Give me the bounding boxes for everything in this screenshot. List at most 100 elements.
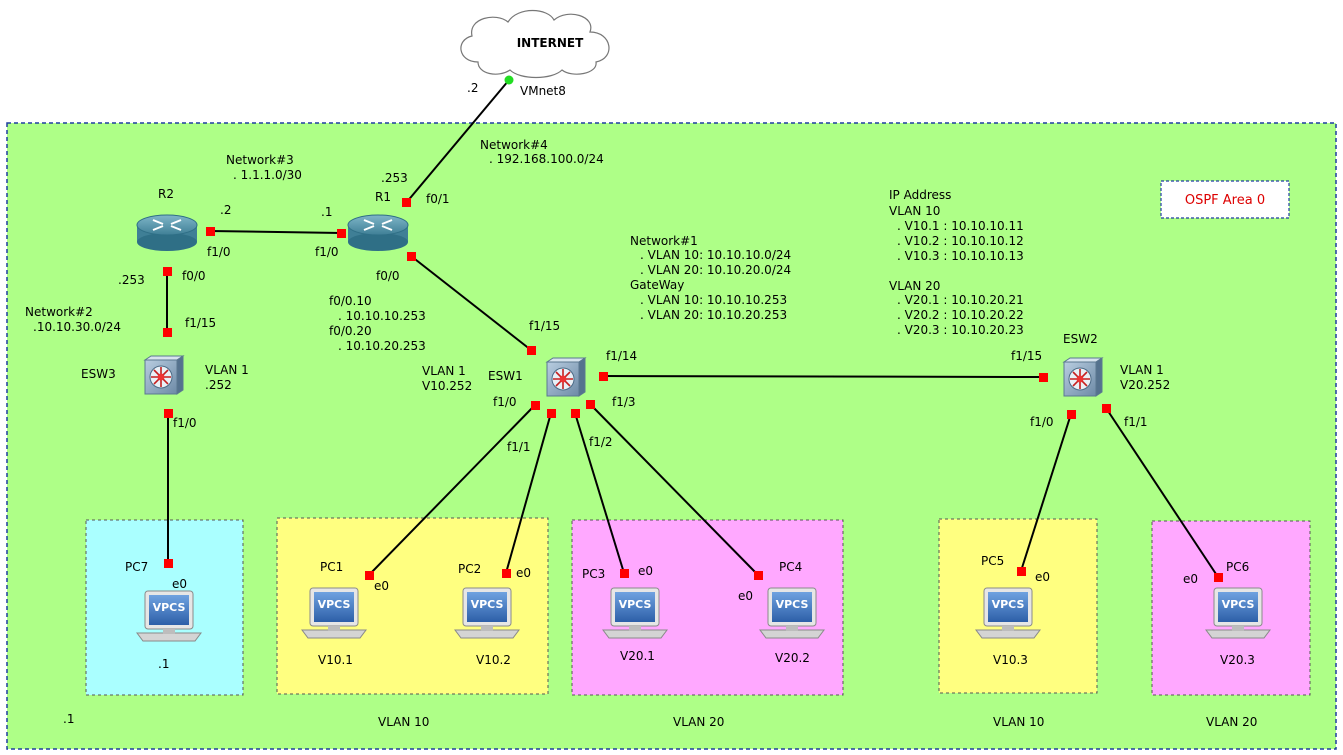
subif-f0-0-10: f0/0.10 (329, 294, 372, 308)
esw1-f1-1-label: f1/1 (507, 440, 531, 454)
pc7-ip: .1 (158, 657, 169, 671)
subif-ip10: . 10.10.10.253 (338, 309, 426, 323)
esw2-f1-0-label: f1/0 (1030, 415, 1054, 429)
pc2-icon[interactable] (454, 587, 520, 639)
link-esw1-pc4 (589, 403, 759, 576)
pc5-ip: V10.3 (993, 653, 1028, 667)
port-esw2-f1-0[interactable] (1067, 410, 1076, 419)
port-r2-f0-0[interactable] (163, 267, 172, 276)
port-esw1-f1-3[interactable] (586, 400, 595, 409)
vlan-caption-1: VLAN 10 (378, 715, 429, 729)
pc3-name: PC3 (582, 567, 605, 581)
port-pc1-e0[interactable] (365, 571, 374, 580)
subif-ip20: . 10.10.20.253 (338, 339, 426, 353)
port-r1-f0-0[interactable] (407, 252, 416, 261)
pc6-name: PC6 (1226, 560, 1249, 574)
vpcs-badges: VPCS VPCS VPCS VPCS VPCS VPCS VPCS (153, 598, 1255, 614)
port-pc2-e0[interactable] (502, 569, 511, 578)
net1-gw-line-2: . VLAN 20: 10.10.20.253 (640, 308, 787, 322)
r2-dot2-label: .2 (220, 203, 231, 217)
ip-table-v10-2: . V10.2 : 10.10.10.12 (897, 234, 1024, 248)
port-r1-f0-1[interactable] (402, 198, 411, 207)
internet-label: INTERNET (517, 36, 584, 50)
cloud-interface: VMnet8 (520, 84, 566, 98)
pc5-port: e0 (1035, 570, 1050, 584)
r1-dot1-label: .1 (321, 205, 332, 219)
pc1-icon[interactable] (301, 587, 367, 639)
port-pc5-e0[interactable] (1017, 567, 1026, 576)
port-esw3-f1-15[interactable] (163, 328, 172, 337)
pc7-port: e0 (172, 577, 187, 591)
port-esw3-f1-0[interactable] (164, 409, 173, 418)
port-pc4-e0[interactable] (754, 571, 763, 580)
port-esw2-f1-15[interactable] (1039, 373, 1048, 382)
port-esw1-f1-1[interactable] (547, 409, 556, 418)
port-cloud-vmnet8[interactable] (504, 75, 514, 85)
ip-table-v20-3: . V20.3 : 10.10.20.23 (897, 323, 1024, 337)
esw2-ip: V20.252 (1120, 378, 1170, 392)
r2-name: R2 (158, 187, 174, 201)
port-r1-f1-0[interactable] (337, 229, 346, 238)
ip-table-vlan20: VLAN 20 (889, 279, 940, 293)
port-pc3-e0[interactable] (620, 569, 629, 578)
pc3-icon[interactable] (602, 587, 668, 639)
router-r2-icon[interactable] (136, 214, 198, 252)
esw1-f1-0-label: f1/0 (493, 395, 517, 409)
pc4-badge: VPCS (776, 598, 809, 611)
esw1-f1-14-label: f1/14 (606, 349, 637, 363)
ip-table-title: IP Address (889, 188, 951, 202)
ip-table-v10-3: . V10.3 : 10.10.10.13 (897, 249, 1024, 263)
pc4-name: PC4 (779, 560, 802, 574)
net4-subnet: . 192.168.100.0/24 (489, 152, 604, 166)
port-esw2-f1-1[interactable] (1102, 404, 1111, 413)
pc5-name: PC5 (981, 554, 1004, 568)
pc7-icon[interactable] (136, 590, 202, 642)
ip-table-vlan10: VLAN 10 (889, 204, 940, 218)
esw1-f1-2-label: f1/2 (589, 435, 613, 449)
esw3-f1-15-label: f1/15 (185, 316, 216, 330)
esw3-name: ESW3 (81, 367, 116, 381)
net1-line-1: . VLAN 10: 10.10.10.0/24 (640, 248, 791, 262)
port-esw1-f1-14[interactable] (599, 372, 608, 381)
port-esw1-f1-15[interactable] (527, 346, 536, 355)
esw3-ip: .252 (205, 378, 232, 392)
pc6-ip: V20.3 (1220, 653, 1255, 667)
pc6-badge: VPCS (1222, 598, 1255, 611)
pc2-port: e0 (516, 566, 531, 580)
pc6-icon[interactable] (1205, 587, 1271, 639)
port-pc6-e0[interactable] (1214, 573, 1223, 582)
pc3-port: e0 (638, 564, 653, 578)
port-esw1-f1-0[interactable] (531, 401, 540, 410)
pc5-icon[interactable] (975, 587, 1041, 639)
net3-subnet: . 1.1.1.0/30 (233, 168, 302, 182)
pc4-icon[interactable] (759, 587, 825, 639)
ip-table-v20-1: . V20.1 : 10.10.20.21 (897, 293, 1024, 307)
port-pc7-e0[interactable] (164, 559, 173, 568)
esw1-vlan: VLAN 1 (422, 364, 466, 378)
ip-table-v10-1: . V10.1 : 10.10.10.11 (897, 219, 1024, 233)
router-r1-icon[interactable] (347, 214, 409, 252)
ip-table-v20-2: . V20.2 : 10.10.20.22 (897, 308, 1024, 322)
esw2-vlan: VLAN 1 (1120, 363, 1164, 377)
vlan-caption-4: VLAN 20 (1206, 715, 1257, 729)
net2-title: Network#2 (25, 305, 93, 319)
internet-cloud-icon[interactable] (460, 9, 610, 79)
port-r2-f1-0[interactable] (206, 227, 215, 236)
net1-title: Network#1 (630, 234, 698, 248)
r1-f0-0-label: f0/0 (376, 269, 400, 283)
switch-esw2-icon[interactable] (1063, 357, 1103, 397)
r2-253-label: .253 (118, 273, 145, 287)
link-esw2-pc5 (1020, 413, 1072, 572)
switch-esw3-icon[interactable] (144, 355, 184, 395)
switch-esw1-icon[interactable] (546, 357, 586, 397)
esw2-name: ESW2 (1063, 332, 1098, 346)
esw3-f1-0-label: f1/0 (173, 416, 197, 430)
pc7-name: PC7 (125, 560, 148, 574)
port-esw1-f1-2[interactable] (571, 409, 580, 418)
pc2-badge: VPCS (471, 598, 504, 611)
pc1-name: PC1 (320, 560, 343, 574)
pc1-ip: V10.1 (318, 653, 353, 667)
link-cloud-r1 (405, 79, 510, 204)
r2-f1-0-label: f1/0 (207, 245, 231, 259)
pc7-badge: VPCS (153, 601, 186, 614)
